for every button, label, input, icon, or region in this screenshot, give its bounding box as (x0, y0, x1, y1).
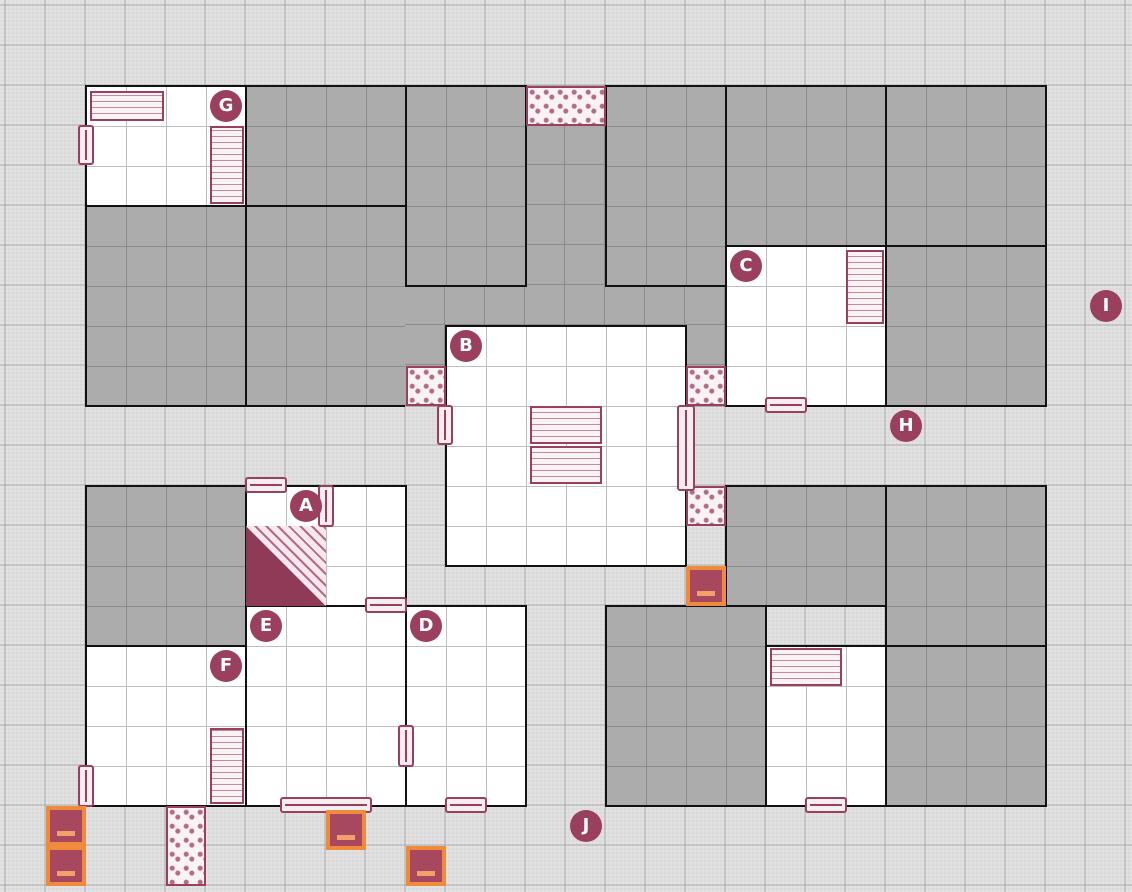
blocked-area (725, 485, 887, 607)
door-icon[interactable] (318, 485, 334, 527)
blocked-area (605, 605, 767, 807)
blocked-area (885, 645, 1047, 807)
rubble-icon[interactable] (526, 86, 606, 126)
blocked-area (245, 85, 407, 207)
rubble-icon[interactable] (406, 366, 446, 406)
marker-c[interactable]: C (730, 250, 762, 282)
marker-j[interactable]: J (570, 810, 602, 842)
blocked-area (85, 485, 247, 647)
table-icon[interactable] (90, 91, 164, 121)
door-icon[interactable] (78, 125, 94, 165)
blocked-area (885, 485, 1047, 647)
door-icon[interactable] (805, 797, 847, 813)
rubble-icon[interactable] (686, 486, 726, 526)
table-icon[interactable] (770, 648, 842, 686)
spawn-zone-icon[interactable] (46, 846, 86, 886)
door-icon[interactable] (445, 797, 487, 813)
spawn-zone-icon[interactable] (686, 566, 726, 606)
spawn-zone-icon[interactable] (326, 810, 366, 850)
door-icon[interactable] (437, 405, 453, 445)
marker-g[interactable]: G (210, 90, 242, 122)
room-d (405, 605, 527, 807)
rubble-icon[interactable] (166, 806, 206, 886)
door-icon[interactable] (677, 405, 695, 491)
marker-i[interactable]: I (1090, 290, 1122, 322)
blocked-area (405, 85, 527, 287)
rubble-icon[interactable] (686, 366, 726, 406)
bookcase-icon[interactable] (210, 728, 244, 804)
door-icon[interactable] (765, 397, 807, 413)
marker-b[interactable]: B (450, 330, 482, 362)
door-icon[interactable] (245, 477, 287, 493)
marker-a[interactable]: A (290, 490, 322, 522)
spawn-zone-icon[interactable] (46, 806, 86, 846)
marker-h[interactable]: H (890, 410, 922, 442)
marker-e[interactable]: E (250, 610, 282, 642)
blocked-area (725, 85, 887, 247)
door-icon[interactable] (78, 765, 94, 807)
table-icon[interactable] (530, 446, 602, 484)
blocked-area (885, 85, 1047, 247)
blocked-area (85, 205, 247, 407)
marker-d[interactable]: D (410, 610, 442, 642)
weapon-rack-icon[interactable] (210, 126, 244, 204)
spawn-zone-icon[interactable] (406, 846, 446, 886)
door-icon[interactable] (365, 597, 407, 613)
table-icon[interactable] (530, 406, 602, 444)
marker-f[interactable]: F (210, 650, 242, 682)
throne-icon[interactable] (846, 250, 884, 324)
blocked-area (605, 85, 727, 287)
blocked-area (885, 245, 1047, 407)
door-icon[interactable] (398, 725, 414, 767)
blocked-area (245, 205, 407, 407)
